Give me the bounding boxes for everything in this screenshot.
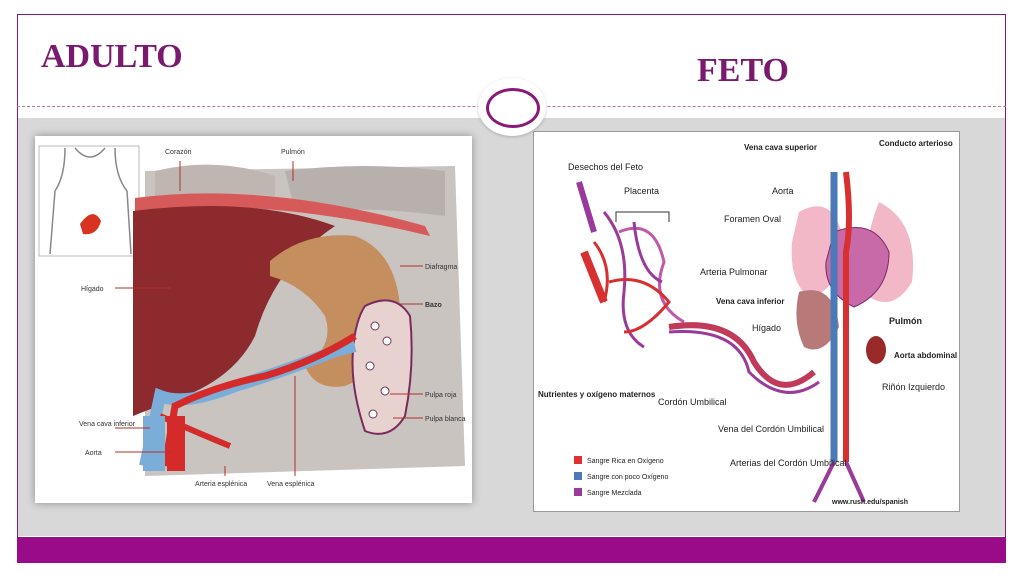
fetal-legend: Sangre Rica en Oxígeno Sangre con poco O… <box>574 456 668 497</box>
adult-spleen-diagram: Corazón Pulmón Hígado Diafragma Bazo Pul… <box>35 136 472 503</box>
label-aorta-abdominal: Aorta abdominal <box>894 351 957 360</box>
oval-ornament-icon <box>478 78 546 136</box>
label-vena-cava: Vena cava inferior <box>79 421 136 428</box>
label-arteria-esplenica: Arteria esplénica <box>195 481 247 488</box>
label-corazon: Corazón <box>165 149 192 156</box>
label-diafragma: Diafragma <box>425 264 457 271</box>
legend-swatch-mezclada <box>574 488 582 496</box>
credit-url: www.rush.edu/spanish <box>831 499 908 506</box>
label-higado: Hígado <box>81 286 104 293</box>
label-desechos: Desechos del Feto <box>568 162 643 172</box>
label-pulmon-fetal: Pulmón <box>889 316 922 326</box>
legend-swatch-poco <box>574 472 582 480</box>
legend-label-rica: Sangre Rica en Oxígeno <box>587 458 664 465</box>
label-pulpa-roja: Pulpa roja <box>425 392 457 399</box>
label-placenta: Placenta <box>624 186 659 196</box>
label-vena-esplenica: Vena esplénica <box>267 481 315 488</box>
label-conducto-arterioso: Conducto arterioso <box>879 139 953 148</box>
fetal-diagram-svg: Desechos del Feto Placenta Vena cava sup… <box>534 132 959 511</box>
title-adulto: ADULTO <box>41 38 183 75</box>
body-inset <box>38 145 140 257</box>
label-pulpa-blanca: Pulpa blanca <box>425 416 466 423</box>
label-foramen-oval: Foramen Oval <box>724 214 781 224</box>
label-nutrientes: Nutrientes y oxígeno maternos <box>538 390 656 399</box>
title-feto: FETO <box>697 52 789 89</box>
label-vena-cava-inferior: Vena cava inferior <box>716 297 784 306</box>
footer-bar <box>17 538 1006 563</box>
label-aorta-fetal: Aorta <box>772 186 794 196</box>
label-vena-cordon: Vena del Cordón Umbilical <box>718 424 824 434</box>
fetal-circulation-diagram: Desechos del Feto Placenta Vena cava sup… <box>533 131 960 512</box>
label-arteria-pulmonar: Arteria Pulmonar <box>700 267 768 277</box>
label-higado-fetal: Hígado <box>752 323 781 333</box>
legend-label-mezclada: Sangre Mezclada <box>587 490 642 497</box>
adult-diagram-svg: Corazón Pulmón Hígado Diafragma Bazo Pul… <box>35 136 472 503</box>
label-cordon: Cordón Umbilical <box>658 397 727 407</box>
label-rinon: Riñón Izquierdo <box>882 382 945 392</box>
label-aorta: Aorta <box>85 450 102 457</box>
legend-label-poco: Sangre con poco Oxígeno <box>587 474 668 481</box>
label-bazo: Bazo <box>425 302 442 309</box>
legend-swatch-rica <box>574 456 582 464</box>
label-pulmon: Pulmón <box>281 149 305 156</box>
label-vena-cava-superior: Vena cava superior <box>744 143 817 152</box>
label-arterias-cordon: Arterias del Cordón Umbilical <box>730 458 847 468</box>
